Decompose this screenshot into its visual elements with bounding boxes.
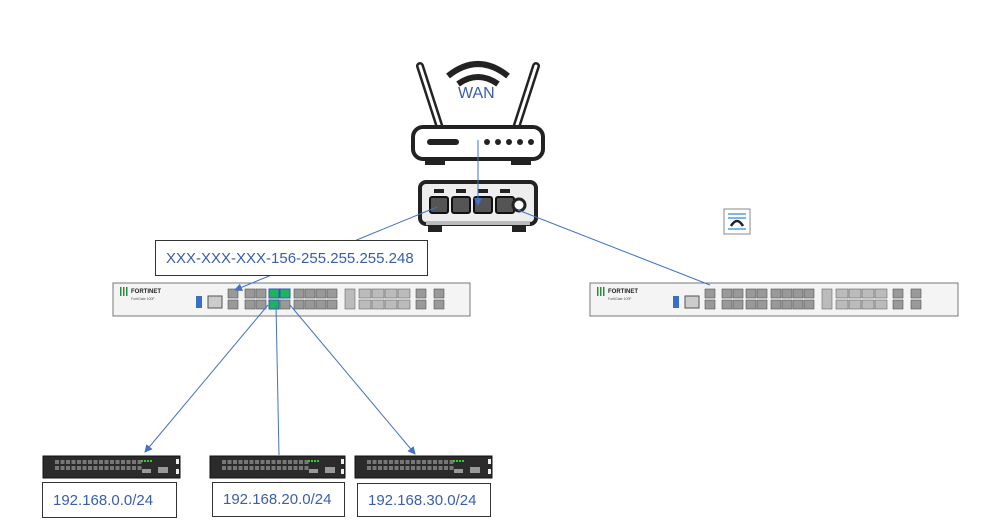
ethernet-port: [279, 299, 291, 310]
sfp-port: [384, 299, 398, 310]
ethernet-port: [756, 299, 768, 310]
ethernet-port: [704, 288, 716, 299]
links: [144, 140, 711, 456]
sfp-port: [848, 299, 862, 310]
ethernet-port: [244, 299, 256, 310]
ethernet-port: [745, 299, 757, 310]
ethernet-port: [792, 299, 804, 310]
switch-icon: [418, 180, 538, 232]
access-switch-icon: [354, 455, 493, 479]
ethernet-port: [304, 299, 316, 310]
link-firewall-subnet-0: [144, 304, 269, 453]
ethernet-port: [781, 288, 793, 299]
ethernet-port: [756, 288, 768, 299]
ha-port: [433, 288, 445, 299]
ethernet-port: [803, 299, 815, 310]
sfp-port: [835, 299, 849, 310]
access-switch-icon: [42, 455, 181, 479]
firewall-model: FortiGate 100F: [608, 297, 632, 301]
ethernet-port: [227, 288, 239, 299]
sfp-port: [358, 299, 372, 310]
ethernet-port: [315, 288, 327, 299]
ethernet-port: [279, 288, 291, 299]
ethernet-port: [255, 299, 267, 310]
switch-port-uplink: [511, 197, 527, 213]
sfp-port: [874, 288, 888, 299]
ethernet-port: [770, 299, 782, 310]
link-firewall-subnet-30: [289, 304, 416, 455]
link-switch-firewall-2: [517, 209, 711, 286]
ethernet-port: [293, 288, 305, 299]
sfp-port: [848, 288, 862, 299]
firewall-logo: FORTINET: [131, 289, 161, 295]
ethernet-port: [244, 288, 256, 299]
link-firewall-subnet-20: [275, 304, 280, 456]
ethernet-port: [255, 288, 267, 299]
ethernet-port: [227, 299, 239, 310]
firewall-icon[interactable]: FORTINET FortiGate 100F: [589, 282, 959, 317]
wan-label: WAN: [458, 85, 495, 102]
ethernet-port: [732, 288, 744, 299]
ha-port: [892, 288, 904, 299]
ethernet-port: [268, 299, 280, 310]
console-port: [684, 295, 700, 309]
sfp-port: [371, 299, 385, 310]
sfp-port: [821, 288, 833, 310]
sfp-port: [861, 299, 875, 310]
sfp-port: [861, 288, 875, 299]
sfp-port: [358, 288, 372, 299]
sfp-port: [835, 288, 849, 299]
firewall-logo: FORTINET: [608, 289, 638, 295]
sfp-port: [371, 288, 385, 299]
switch-port: [473, 196, 493, 214]
usb-port: [673, 296, 679, 308]
ethernet-port: [293, 299, 305, 310]
ethernet-port: [803, 288, 815, 299]
sfp-port: [397, 288, 411, 299]
console-port: [207, 295, 223, 309]
subnet-label-20: 192.168.20.0/24: [212, 482, 345, 517]
ethernet-port: [721, 288, 733, 299]
usb-port: [196, 296, 202, 308]
ha-port: [892, 299, 904, 310]
ethernet-port: [781, 299, 793, 310]
switch-port: [495, 196, 515, 214]
subnet-label-30: 192.168.30.0/24: [357, 483, 491, 517]
firewall-icon[interactable]: FORTINET FortiGate 100F: [112, 282, 471, 317]
ethernet-port: [704, 299, 716, 310]
ethernet-port: [326, 288, 338, 299]
sfp-port: [344, 288, 356, 310]
ethernet-port: [304, 288, 316, 299]
ethernet-port: [326, 299, 338, 310]
switch-port: [429, 196, 449, 214]
firewall-model: FortiGate 100F: [131, 297, 155, 301]
access-switch-icon: [209, 455, 346, 479]
ethernet-port: [745, 288, 757, 299]
ethernet-port: [721, 299, 733, 310]
ha-port: [415, 299, 427, 310]
ethernet-port: [732, 299, 744, 310]
ha-port: [415, 288, 427, 299]
sfp-port: [384, 288, 398, 299]
switch-port: [451, 196, 471, 214]
ethernet-port: [268, 288, 280, 299]
sfp-port: [874, 299, 888, 310]
ethernet-port: [792, 288, 804, 299]
ethernet-port: [315, 299, 327, 310]
ha-port: [910, 288, 922, 299]
hotspot-icon[interactable]: [723, 208, 751, 235]
ha-port: [910, 299, 922, 310]
sfp-port: [397, 299, 411, 310]
ha-port: [433, 299, 445, 310]
wan-ip-label: XXX-XXX-XXX-156-255.255.255.248: [155, 240, 428, 276]
subnet-label-0: 192.168.0.0/24: [42, 482, 177, 518]
ethernet-port: [770, 288, 782, 299]
